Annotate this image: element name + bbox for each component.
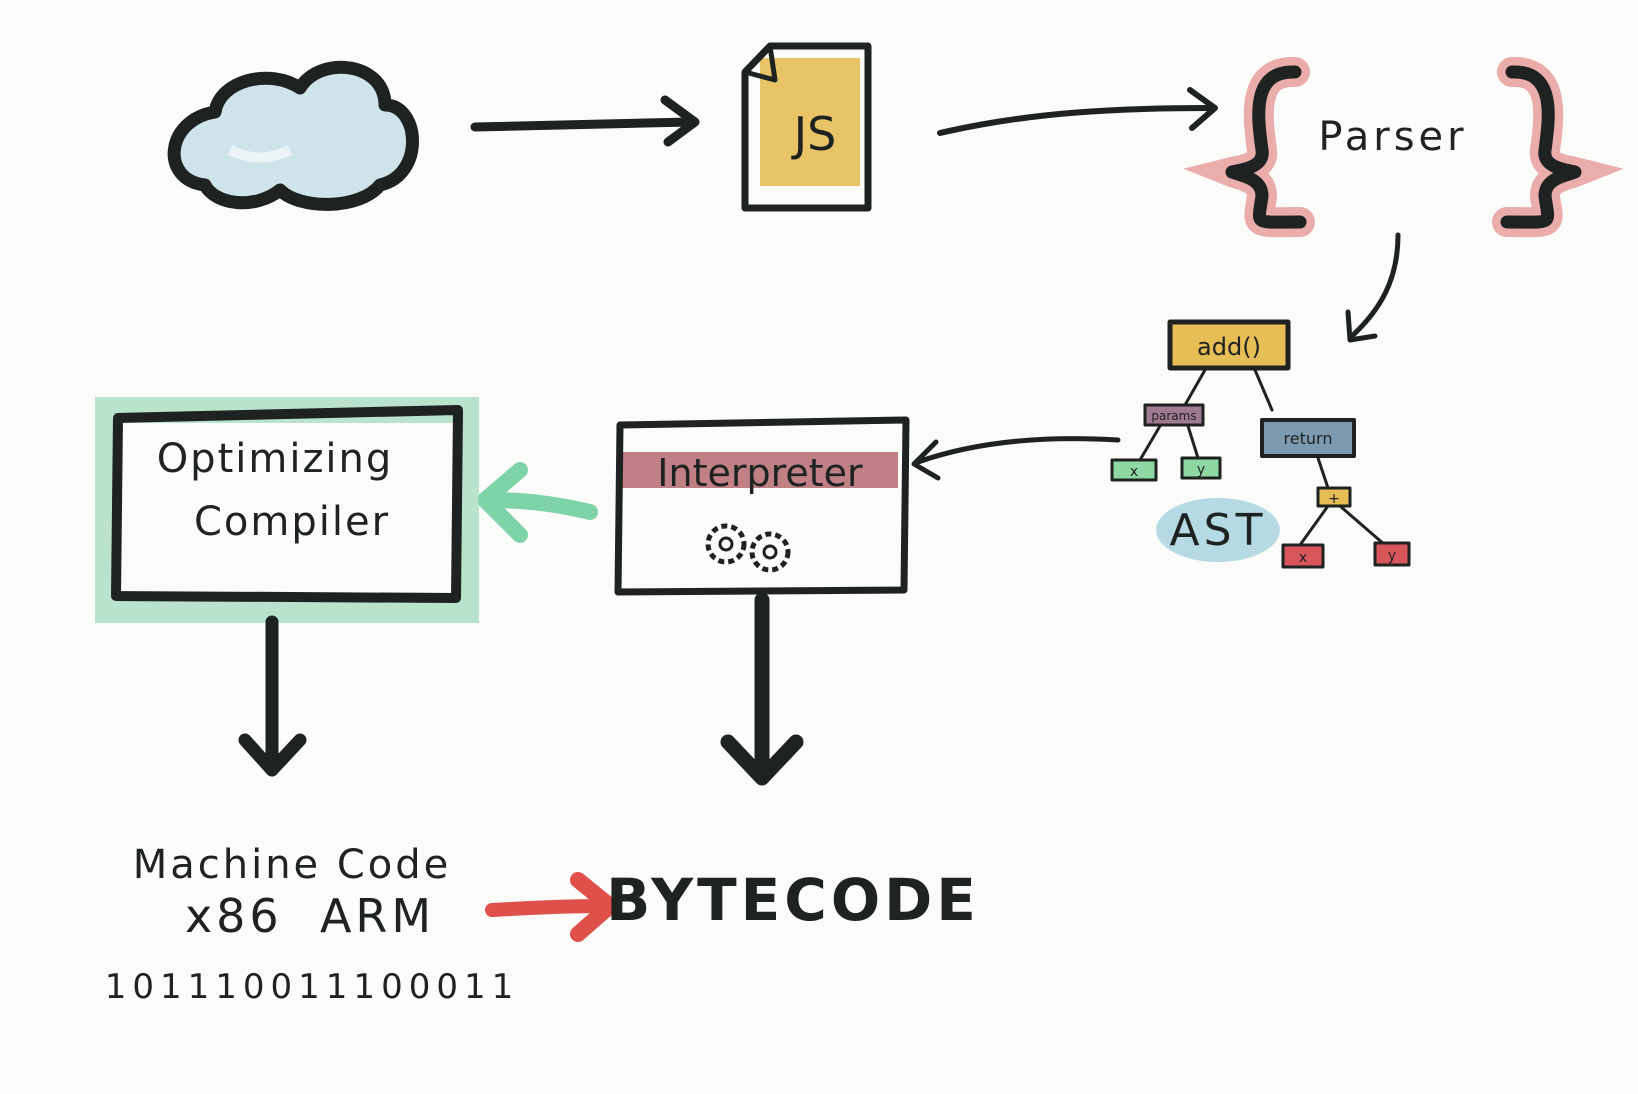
ast-return-label: return: [1284, 429, 1333, 448]
ast-params-label: params: [1151, 409, 1196, 423]
arrow-machine-code-to-bytecode: [485, 872, 618, 942]
machine-code-arch: x86 ARM: [185, 889, 435, 943]
compiler-label-line2: Compiler: [194, 499, 390, 545]
arrow-ast-to-interpreter: [911, 436, 1121, 481]
ast-param-x: x: [1130, 464, 1138, 480]
arrow-interpreter-to-compiler: [477, 462, 598, 543]
machine-code-title: Machine Code: [133, 842, 452, 888]
cloud-icon: [167, 60, 419, 211]
interpreter-label: Interpreter: [657, 451, 863, 495]
interpreter-node: Interpreter: [614, 416, 910, 596]
bytecode-label: BYTECODE: [606, 866, 980, 934]
ast-node: add() params return x y + x y AST: [1110, 319, 1411, 569]
ast-op-y: y: [1388, 548, 1396, 564]
machine-code-binary: 101110011100011: [105, 967, 519, 1007]
arrow-parser-to-ast: [1345, 232, 1401, 343]
js-file-label: JS: [791, 107, 837, 161]
js-file-node: JS: [741, 42, 872, 212]
machine-code-node: Machine Code x86 ARM 101110011100011: [105, 842, 519, 1007]
ast-root-label: add(): [1197, 333, 1261, 361]
arrow-source-to-js: [470, 95, 700, 147]
arrow-compiler-to-machine-code: [238, 615, 307, 777]
gears-icon: [705, 523, 791, 573]
optimizing-compiler-node: Optimizing Compiler: [95, 397, 479, 623]
parser-label: Parser: [1318, 114, 1467, 160]
ast-op-label: +: [1328, 491, 1340, 507]
parser-node: Parser: [1183, 57, 1624, 238]
arrow-js-to-parser: [937, 87, 1218, 136]
ast-label: AST: [1170, 505, 1267, 556]
ast-op-x: x: [1299, 550, 1307, 566]
bytecode-node: BYTECODE: [606, 866, 980, 934]
ast-param-y: y: [1197, 462, 1205, 478]
arrow-interpreter-to-bytecode: [720, 592, 804, 786]
compiler-label-line1: Optimizing: [157, 436, 394, 482]
